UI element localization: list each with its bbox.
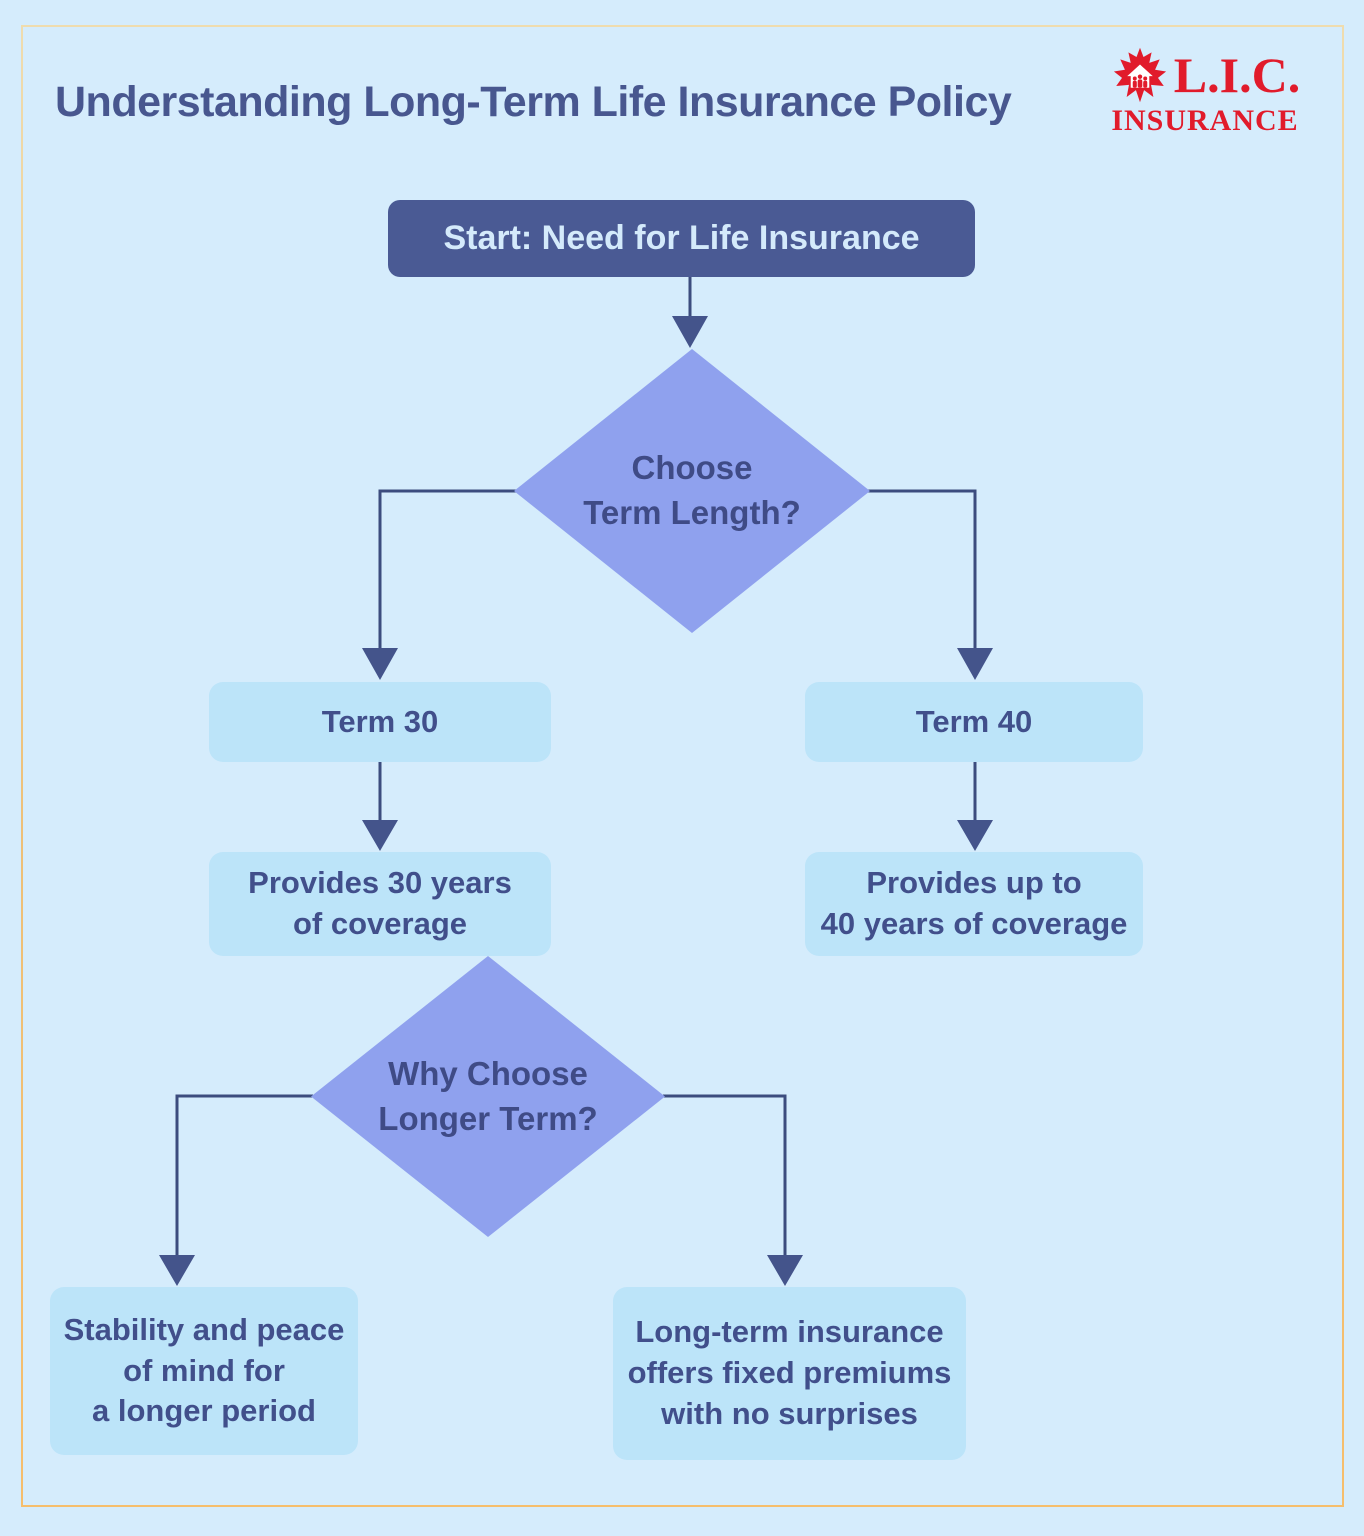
- node-term-30: Term 30: [209, 682, 551, 762]
- node-coverage-30: Provides 30 years of coverage: [209, 852, 551, 956]
- arrowhead-term40: [957, 648, 993, 680]
- node-start: Start: Need for Life Insurance: [388, 200, 975, 277]
- brand-logo-row: L.I.C.: [1110, 46, 1300, 104]
- brand-logo: L.I.C. INSURANCE: [1100, 46, 1310, 136]
- arrowhead-coverage40: [957, 820, 993, 851]
- arrowhead-start: [672, 316, 708, 348]
- node-coverage-40: Provides up to 40 years of coverage: [805, 852, 1143, 956]
- connector-why-to-premiums: [663, 1094, 787, 1255]
- arrowhead-term30: [362, 648, 398, 680]
- connector-decision-to-term40: [868, 489, 977, 650]
- arrowhead-premiums: [767, 1255, 803, 1286]
- arrowhead-coverage30: [362, 820, 398, 851]
- arrowhead-stability: [159, 1255, 195, 1286]
- page-title: Understanding Long-Term Life Insurance P…: [55, 78, 1012, 126]
- node-term-40: Term 40: [805, 682, 1143, 762]
- maple-leaf-icon: [1113, 47, 1166, 103]
- node-benefit-stability: Stability and peace of mind for a longer…: [50, 1287, 358, 1455]
- node-benefit-fixed-premiums: Long-term insurance offers fixed premium…: [613, 1287, 966, 1460]
- brand-subtitle: INSURANCE: [1111, 104, 1299, 137]
- connector-why-to-stability: [175, 1094, 313, 1255]
- brand-name: L.I.C.: [1173, 47, 1301, 103]
- connector-decision-to-term30: [378, 489, 516, 650]
